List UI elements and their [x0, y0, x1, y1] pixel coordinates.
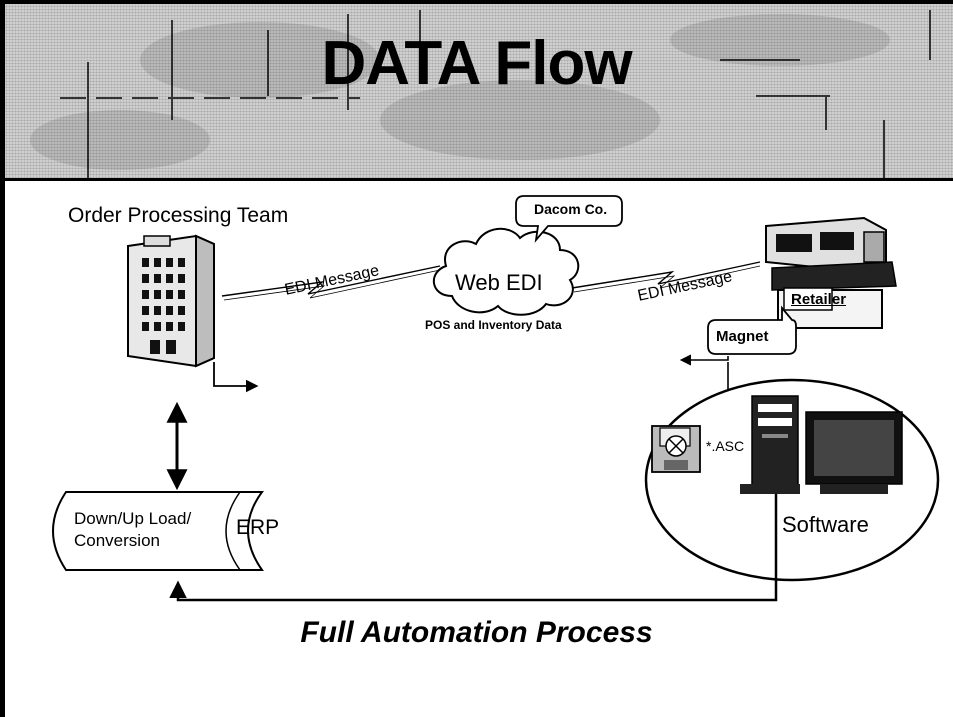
slide-title: DATA Flow: [321, 29, 632, 98]
automation-loop-arrow: [169, 494, 778, 602]
monitor-icon: [805, 411, 903, 494]
edi-link-left: [221, 265, 441, 297]
erp-scroll-shape: [52, 491, 264, 571]
edi-link-left-shadow: [223, 269, 441, 301]
erp-text-line1: Down/Up Load/: [74, 509, 192, 528]
edi-link-right: [571, 261, 761, 289]
order-team-label: Order Processing Team: [68, 204, 289, 227]
asc-file-label: *.ASC: [706, 438, 745, 454]
pos-inventory-note: POS and Inventory Data: [425, 318, 562, 332]
office-building-icon: [127, 234, 215, 368]
banner-map-lines: [30, 10, 931, 178]
magnet-label: Magnet: [716, 328, 769, 345]
banner-divider: [0, 178, 953, 181]
web-edi-label: Web EDI: [455, 270, 543, 295]
erp-scroll-fold: [225, 491, 241, 571]
frame-left-edge: [0, 0, 5, 717]
magnet-callout: [707, 305, 797, 355]
team-output-arrow: [213, 362, 259, 393]
magnet-left-arrow: [679, 354, 729, 366]
retailer-sign: Retailer: [791, 291, 847, 308]
erp-process-text: Down/Up Load/ Conversion: [74, 508, 191, 552]
dacom-label: Dacom Co.: [534, 201, 608, 217]
title-banner: [0, 0, 953, 178]
edi-link-right-shadow: [573, 265, 761, 293]
cloud-icon: [432, 228, 580, 316]
software-label: Software: [782, 512, 869, 537]
frame-top-edge: [0, 0, 953, 4]
floppy-disk-icon: [651, 425, 701, 473]
dacom-callout: [515, 195, 623, 243]
erp-text-line2: Conversion: [74, 531, 160, 550]
automation-title: Full Automation Process: [300, 616, 653, 649]
computer-tower-icon: [740, 395, 800, 494]
erp-label: ERP: [236, 516, 280, 539]
